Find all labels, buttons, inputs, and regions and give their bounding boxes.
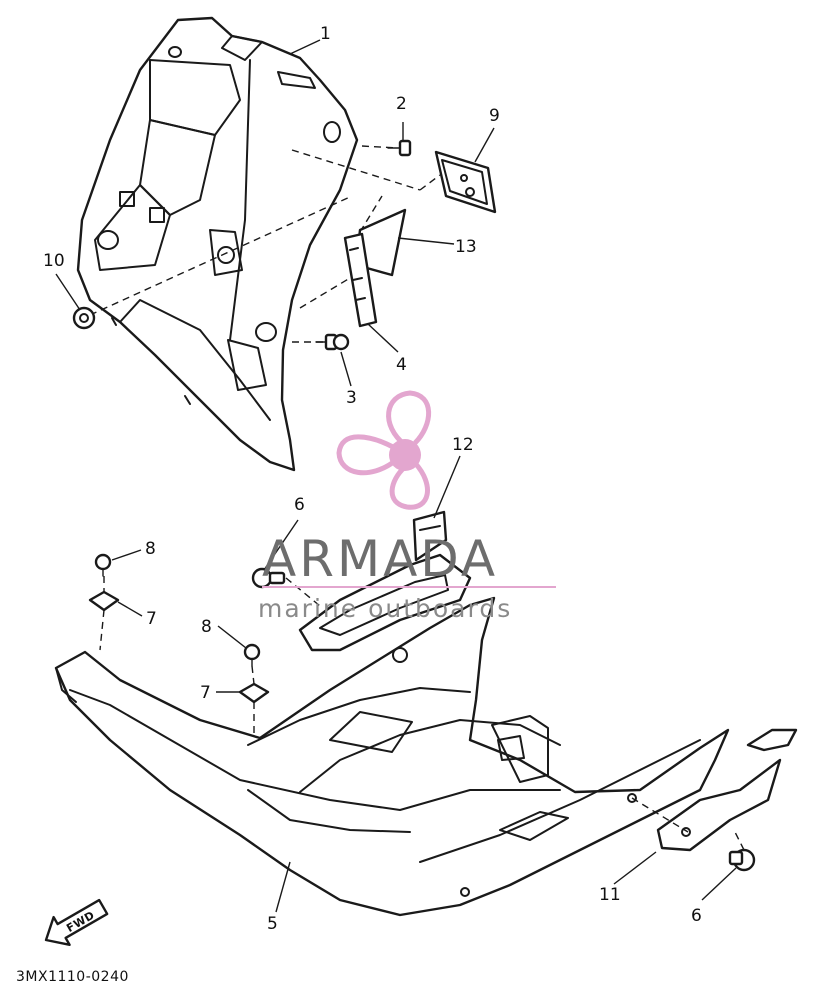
callout-7-upper: 7: [146, 609, 157, 629]
callout-6-upper: 6: [294, 495, 305, 515]
propeller-logo-icon: [336, 390, 432, 510]
grommet-part-10: [72, 306, 96, 330]
bolt-part-6-b: [728, 848, 756, 872]
watermark: ARMADA marine outboards: [258, 390, 556, 623]
leader-lines: [55, 39, 737, 913]
callout-10: 10: [43, 251, 65, 271]
watermark-name: ARMADA: [262, 530, 498, 588]
callout-4: 4: [396, 355, 407, 375]
footrest-board-part-5: [54, 596, 730, 917]
nut-part-7-a: [88, 590, 120, 612]
callout-6-lower: 6: [691, 906, 702, 926]
screw-part-3: [315, 333, 350, 351]
callout-7-lower: 7: [200, 683, 211, 703]
callout-3: 3: [346, 388, 357, 408]
callout-1: 1: [320, 24, 331, 44]
screw-part-8-a: [94, 553, 112, 577]
callout-labels: 1 2 9 13 10 4 3 12 6 8 7 8 7 11 6 5: [43, 24, 702, 934]
callout-13: 13: [455, 237, 477, 257]
bracket-part-4: [343, 232, 378, 328]
callout-12: 12: [452, 435, 474, 455]
callout-5: 5: [267, 914, 278, 934]
callout-2: 2: [396, 94, 407, 114]
screw-part-2: [387, 139, 412, 157]
nut-part-7-b: [238, 682, 270, 704]
callout-8-upper: 8: [145, 539, 156, 559]
leg-shield-upper: [76, 16, 359, 472]
diagram-code: 3MX1110-0240: [16, 969, 129, 985]
callout-9: 9: [489, 106, 500, 126]
propeller-blade-left: [336, 434, 397, 476]
watermark-tagline: marine outboards: [258, 594, 512, 623]
callout-8-lower: 8: [201, 617, 212, 637]
lid-part-9: [434, 150, 497, 214]
plate-part-6: [298, 553, 472, 663]
propeller-blade-top: [386, 390, 432, 447]
bracket-part-11: [627, 728, 798, 852]
callout-11: 11: [599, 885, 621, 905]
tab-part-12: [412, 510, 448, 562]
propeller-blade-right: [389, 461, 430, 510]
screw-part-8-b: [243, 643, 261, 667]
propeller-hub: [389, 439, 421, 471]
fwd-arrow-icon: FWD: [44, 898, 109, 947]
assembly-lines-lower: [99, 576, 745, 851]
